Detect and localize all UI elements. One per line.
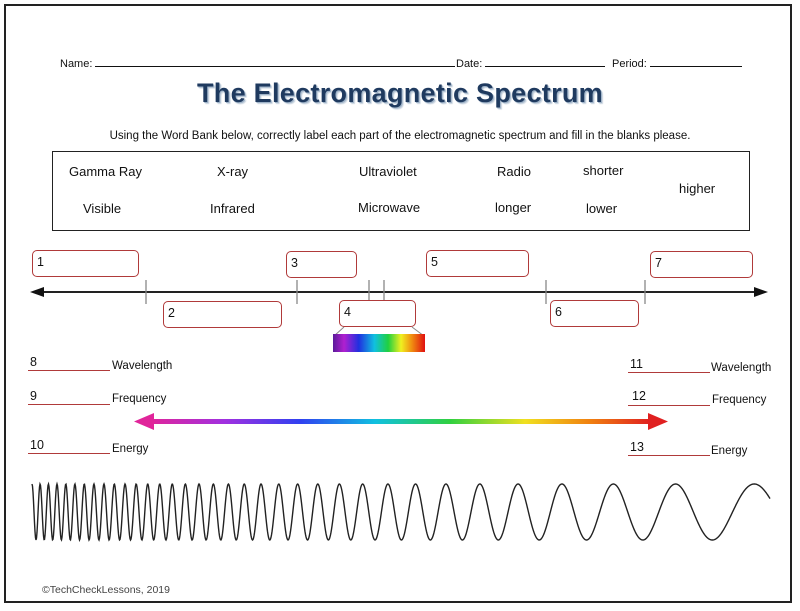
- blank-line-11[interactable]: [628, 359, 710, 373]
- word-bank-item: Radio: [497, 164, 531, 179]
- page-title: The Electromagnetic Spectrum: [196, 78, 603, 108]
- spectrum-box-6[interactable]: 6: [550, 300, 639, 327]
- blank-number: 13: [630, 440, 644, 454]
- copyright: ©TechCheckLessons, 2019: [42, 584, 170, 596]
- word-bank-item: Infrared: [210, 201, 255, 216]
- blank-line-8[interactable]: [28, 357, 110, 371]
- box-number: 4: [344, 305, 351, 319]
- date-field[interactable]: Date:: [456, 56, 606, 70]
- spectrum-box-2[interactable]: 2: [163, 301, 282, 328]
- blank-number: 8: [30, 355, 37, 369]
- word-bank-item: Gamma Ray: [69, 164, 142, 179]
- blank-number: 9: [30, 389, 37, 403]
- word-bank-item: longer: [495, 200, 532, 215]
- box-number: 2: [168, 306, 175, 320]
- date-label: Date:: [456, 58, 483, 70]
- word-bank-item: higher: [679, 181, 716, 196]
- rainbow-arrow: [134, 413, 668, 430]
- box-number: 1: [37, 255, 44, 269]
- worksheet-frame: [4, 4, 792, 603]
- spectrum-axis: [30, 280, 768, 304]
- blank-label: Energy: [112, 443, 149, 455]
- spectrum-box-3[interactable]: 3: [286, 251, 357, 278]
- spectrum-box-4[interactable]: 4: [339, 300, 416, 327]
- blank-line-12[interactable]: [628, 391, 710, 406]
- box-number: 6: [555, 305, 562, 319]
- blank-number: 11: [630, 357, 643, 371]
- name-label: Name:: [60, 58, 93, 70]
- word-bank-item: Microwave: [358, 200, 421, 215]
- blank-line-9[interactable]: [28, 391, 110, 405]
- spectrum-box-1[interactable]: 1: [32, 250, 139, 277]
- word-bank-item: lower: [586, 201, 618, 216]
- word-bank: Gamma Ray X-ray Ultraviolet Radio shorte…: [52, 151, 750, 231]
- box-number: 5: [431, 255, 438, 269]
- wave-diagram: [31, 481, 771, 543]
- blank-label: Energy: [711, 445, 748, 457]
- blank-label: Wavelength: [711, 362, 772, 374]
- word-bank-item: Ultraviolet: [359, 164, 417, 179]
- word-bank-item: X-ray: [217, 164, 249, 179]
- blank-line-13[interactable]: [628, 442, 710, 456]
- blank-line-10[interactable]: [28, 440, 110, 454]
- period-label: Period:: [612, 58, 647, 70]
- box-number: 7: [655, 256, 662, 270]
- blank-number: 12: [632, 389, 646, 403]
- word-bank-item: Visible: [83, 201, 122, 216]
- period-field[interactable]: Period:: [612, 56, 742, 70]
- blank-label: Frequency: [712, 394, 767, 406]
- blank-number: 10: [30, 438, 44, 452]
- name-field[interactable]: Name:: [60, 56, 456, 70]
- visible-spectrum-strip: [333, 326, 425, 352]
- spectrum-box-7[interactable]: 7: [650, 251, 753, 278]
- box-number: 3: [291, 256, 298, 270]
- blank-label: Frequency: [112, 393, 167, 405]
- blank-label: Wavelength: [112, 360, 173, 372]
- instructions: Using the Word Bank below, correctly lab…: [109, 130, 691, 142]
- spectrum-box-5[interactable]: 5: [426, 250, 529, 277]
- word-bank-item: shorter: [583, 163, 624, 178]
